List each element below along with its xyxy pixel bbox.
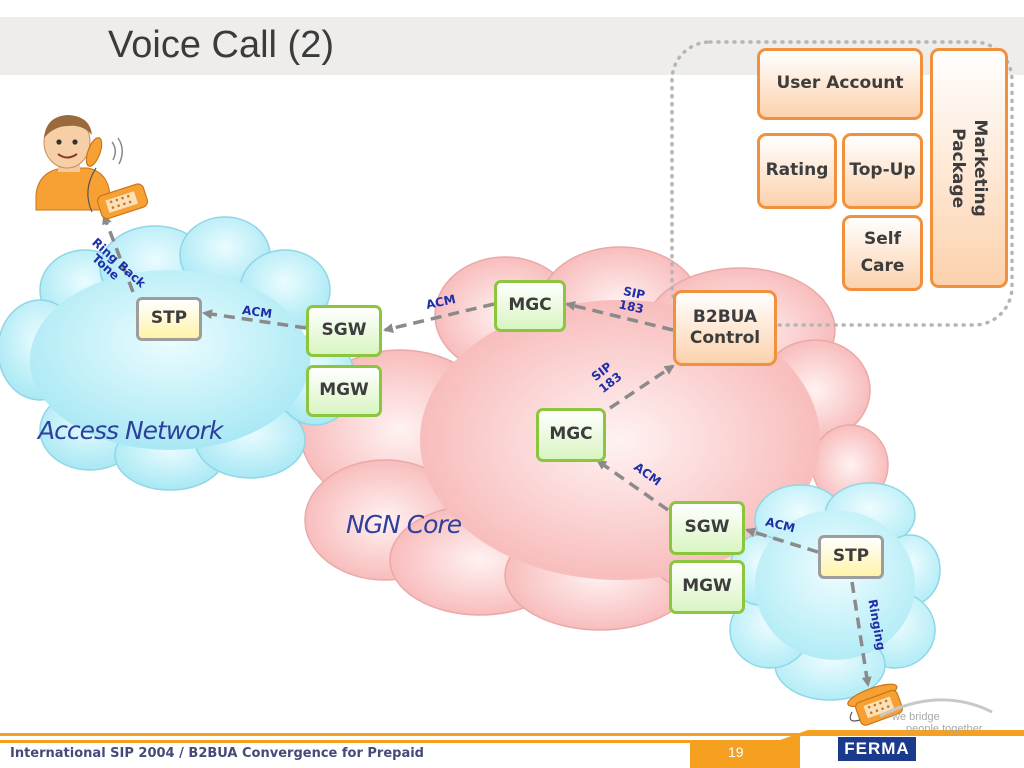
ngn-core-label: NGN Core [346, 510, 462, 539]
signal-flows [102, 214, 872, 687]
user-account-label: User Account [776, 73, 904, 94]
topup-box[interactable]: Top-Up [842, 133, 923, 209]
mgw-right-label: MGW [682, 576, 732, 597]
mgw-left-node[interactable]: MGW [306, 365, 382, 417]
bridge-swoosh-icon [879, 698, 993, 718]
mgw-left-label: MGW [319, 380, 369, 401]
stp-right-node[interactable]: STP [818, 535, 884, 579]
access-network-label: Access Network [38, 416, 223, 445]
caller-person-icon [35, 115, 149, 220]
mgc-mid-node[interactable]: MGC [536, 408, 606, 462]
rating-label: Rating [765, 160, 829, 181]
stp-left-label: STP [150, 308, 188, 329]
self-care-box[interactable]: Self Care [842, 215, 923, 291]
ferma-logo-text: FERMA [844, 739, 910, 758]
acm-stp-sgw-text: ACM [241, 302, 273, 322]
marketing-package-box[interactable]: Marketing Package [930, 48, 1008, 288]
user-account-box[interactable]: User Account [757, 48, 923, 120]
self-care-label: Self Care [860, 228, 905, 276]
callee-phone-icon [847, 683, 903, 726]
sgw-left-node[interactable]: SGW [306, 305, 382, 357]
mgc-mid-label: MGC [549, 424, 593, 445]
flow-sgw-to-mgc [596, 459, 670, 512]
logo-tagline: we bridge people together [892, 711, 982, 735]
tagline-line-1: we bridge [892, 711, 940, 723]
stp-right-label: STP [832, 546, 870, 567]
right-access-cloud [729, 482, 941, 701]
b2bua-control-node[interactable]: B2BUA Control [673, 290, 777, 366]
b2bua-control-label: B2BUA Control [689, 306, 761, 348]
mgc-top-label: MGC [508, 295, 552, 316]
sgw-right-label: SGW [684, 517, 730, 538]
mgw-right-node[interactable]: MGW [669, 560, 745, 614]
flow-stp-to-phone [102, 214, 135, 293]
footer-bar [0, 730, 1024, 768]
flow-b2bua-to-mgc [565, 301, 674, 332]
sgw-left-label: SGW [321, 320, 367, 341]
flow-stp-to-sgw [745, 527, 819, 554]
slide-title: Voice Call (2) [108, 24, 334, 66]
phone-cord [849, 711, 861, 722]
marketing-package-label: Marketing Package [948, 119, 991, 217]
mgc-top-node[interactable]: MGC [494, 280, 566, 332]
service-region [670, 40, 1014, 327]
page-number: 19 [728, 744, 744, 760]
access-network-cloud [0, 216, 356, 491]
rating-box[interactable]: Rating [757, 133, 837, 209]
footer-text: International SIP 2004 / B2BUA Convergen… [10, 746, 424, 761]
flow-mgc-to-sgw [383, 302, 495, 334]
ferma-logo: FERMA [838, 737, 916, 761]
tagline-line-2: people together [906, 723, 983, 736]
topup-label: Top-Up [849, 160, 916, 181]
sgw-right-node[interactable]: SGW [669, 501, 745, 555]
flow-mgc-to-b2bua [609, 364, 675, 410]
stp-left-node[interactable]: STP [136, 297, 202, 341]
